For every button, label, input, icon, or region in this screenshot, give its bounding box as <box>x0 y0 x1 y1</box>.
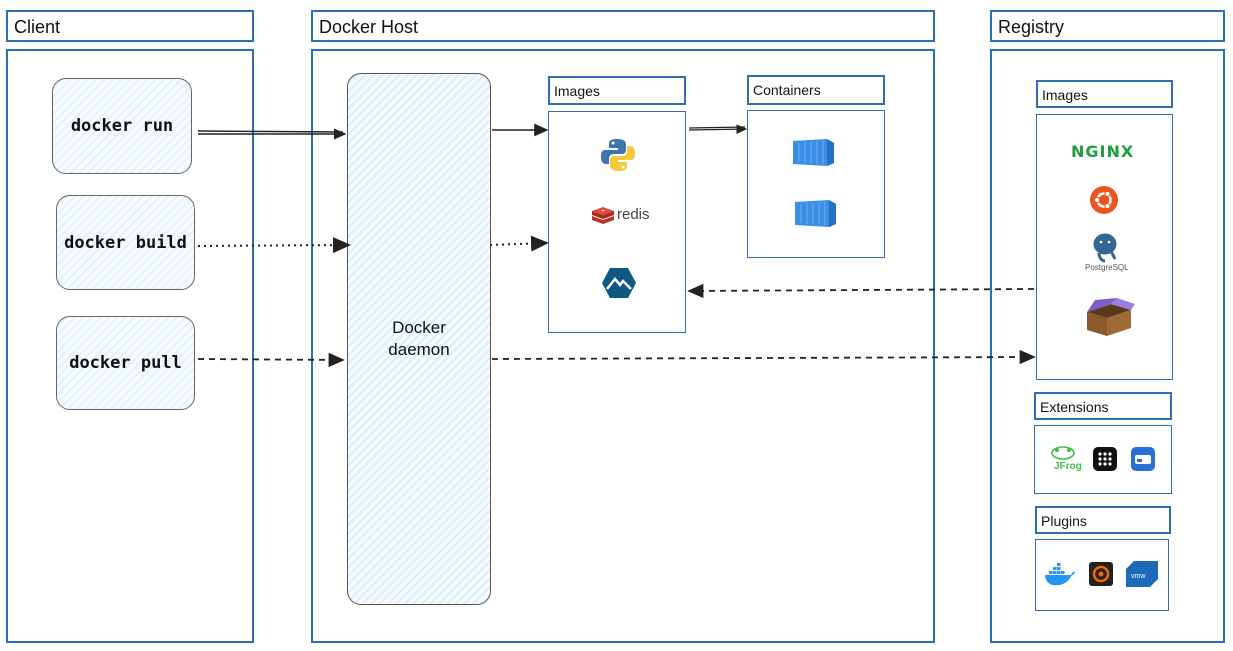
jfrog-label: JFrog <box>1054 461 1082 472</box>
svg-text:vmw: vmw <box>1131 573 1146 580</box>
containers-title: Containers <box>747 75 885 105</box>
plugins-title: Plugins <box>1035 506 1171 534</box>
redis-label: redis <box>617 206 650 223</box>
grid-extension-icon <box>1093 447 1117 471</box>
registry-images-title: Images <box>1036 80 1173 108</box>
postgresql-icon <box>1092 232 1118 263</box>
alpine-icon <box>602 268 636 298</box>
docker-whale-icon <box>1045 563 1075 586</box>
box-package-icon <box>1087 298 1135 336</box>
docker-daemon: Docker daemon <box>347 73 491 605</box>
jfrog-icon <box>1051 446 1075 460</box>
vmware-icon: vmw <box>1126 561 1158 587</box>
container-icon <box>795 200 836 227</box>
docker-run-command: docker run <box>52 78 192 174</box>
daemon-label-line1: Docker <box>392 318 446 337</box>
daemon-label-line2: daemon <box>388 340 450 359</box>
registry-title: Registry <box>990 10 1225 42</box>
host-images-title: Images <box>548 76 686 105</box>
containers-panel <box>747 110 885 258</box>
container-icon <box>793 139 834 166</box>
ubuntu-icon <box>1090 186 1118 214</box>
docker-build-command: docker build <box>56 195 195 290</box>
redis-icon <box>592 207 614 224</box>
grafana-icon <box>1089 562 1113 586</box>
docker-pull-command: docker pull <box>56 316 195 410</box>
client-title: Client <box>6 10 254 42</box>
extensions-title: Extensions <box>1034 392 1172 420</box>
python-icon <box>601 139 635 171</box>
nginx-logo: NGINX <box>1071 142 1135 161</box>
postgresql-label: PostgreSQL <box>1085 263 1129 272</box>
docker-host-title: Docker Host <box>311 10 935 42</box>
disk-extension-icon <box>1131 447 1155 471</box>
docker-daemon-label: Docker daemon <box>388 317 449 361</box>
